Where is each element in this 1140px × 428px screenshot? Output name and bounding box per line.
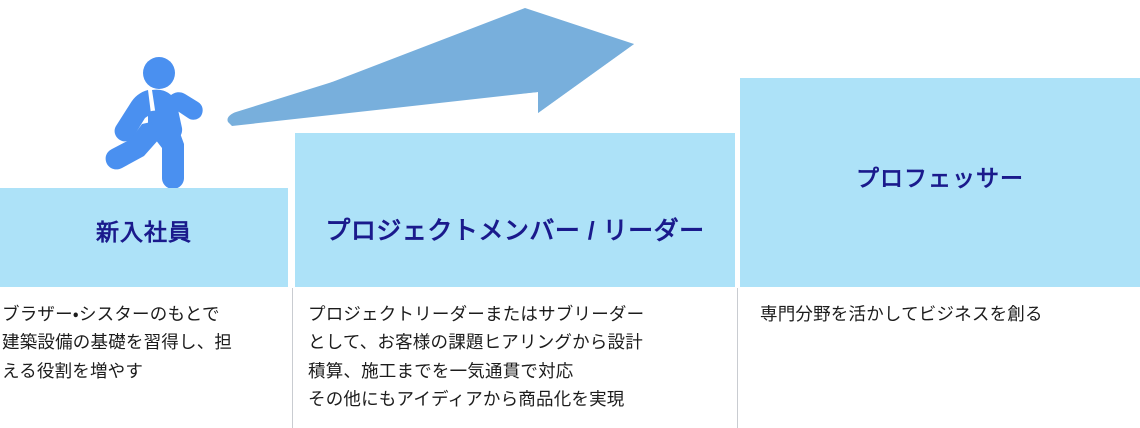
step-bar-3: プロフェッサー (740, 78, 1140, 287)
step-description-3: 専門分野を活かしてビジネスを創る (760, 300, 1130, 328)
description-line: ブラザー・シスターのもとで (2, 304, 220, 324)
step-bar-1: 新入社員 (0, 188, 288, 287)
step-label-1: 新入社員 (96, 219, 192, 245)
description-line: 建築設備の基礎を習得し、担 (2, 332, 233, 353)
description-line: その他にもアイディアから商品化を実現 (308, 389, 625, 410)
step-label-2: プロジェクトメンバー / リーダー (325, 217, 705, 245)
step-bar-2: プロジェクトメンバー / リーダー (295, 133, 735, 287)
step-description-1: ブラザー・シスターのもとで 建築設備の基礎を習得し、担 える役割を増やす (2, 300, 274, 385)
running-person-icon (105, 57, 203, 189)
growth-arrow-icon (227, 8, 634, 126)
description-line: プロジェクトリーダーまたはサブリーダー (308, 304, 645, 324)
step-label-3: プロフェッサー (856, 165, 1024, 191)
description-line: として、お客様の課題ヒアリングから設計 (308, 332, 643, 353)
column-divider-2 (737, 288, 738, 428)
description-line: 専門分野を活かしてビジネスを創る (760, 304, 1043, 324)
step-description-2: プロジェクトリーダーまたはサブリーダー として、お客様の課題ヒアリングから設計 … (308, 300, 732, 413)
description-line: える役割を増やす (2, 360, 144, 381)
description-line: 積算、施工までを一気通貫で対応 (308, 360, 574, 381)
column-divider-1 (292, 288, 293, 428)
